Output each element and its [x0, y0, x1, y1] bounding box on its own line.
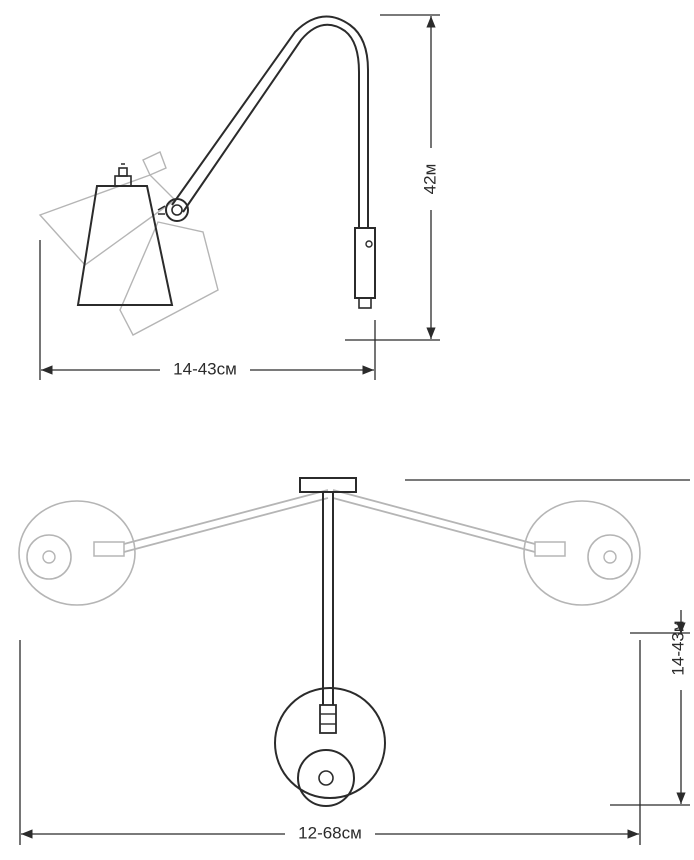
- ghost-shade-tilted-up: [38, 151, 177, 266]
- top-width-dimension: [19, 640, 641, 845]
- top-arm: [322, 492, 334, 705]
- lamp-shade: [76, 163, 174, 306]
- height-dimension: [345, 14, 440, 341]
- ghost-lamp-left: [18, 489, 329, 606]
- top-depth-dimension: [405, 479, 690, 806]
- top-width-label: 12-68см: [298, 823, 362, 842]
- top-depth-label: 14-43м: [668, 620, 687, 675]
- ghost-shade-tilted-down: [119, 221, 219, 336]
- side-width-dimension: [39, 240, 376, 380]
- height-label: 42м: [420, 164, 439, 195]
- side-width-label: 14-43см: [173, 359, 237, 378]
- lamp-arm: [171, 15, 369, 228]
- top-view: 14-43м 12-68см: [18, 477, 690, 845]
- wall-mount: [354, 227, 376, 309]
- ghost-lamp-right: [332, 489, 641, 606]
- wall-plate: [299, 477, 357, 493]
- side-view: 42м 14-43см: [38, 14, 440, 380]
- hinge-joint: [157, 198, 189, 222]
- top-lamp-head: [274, 687, 386, 807]
